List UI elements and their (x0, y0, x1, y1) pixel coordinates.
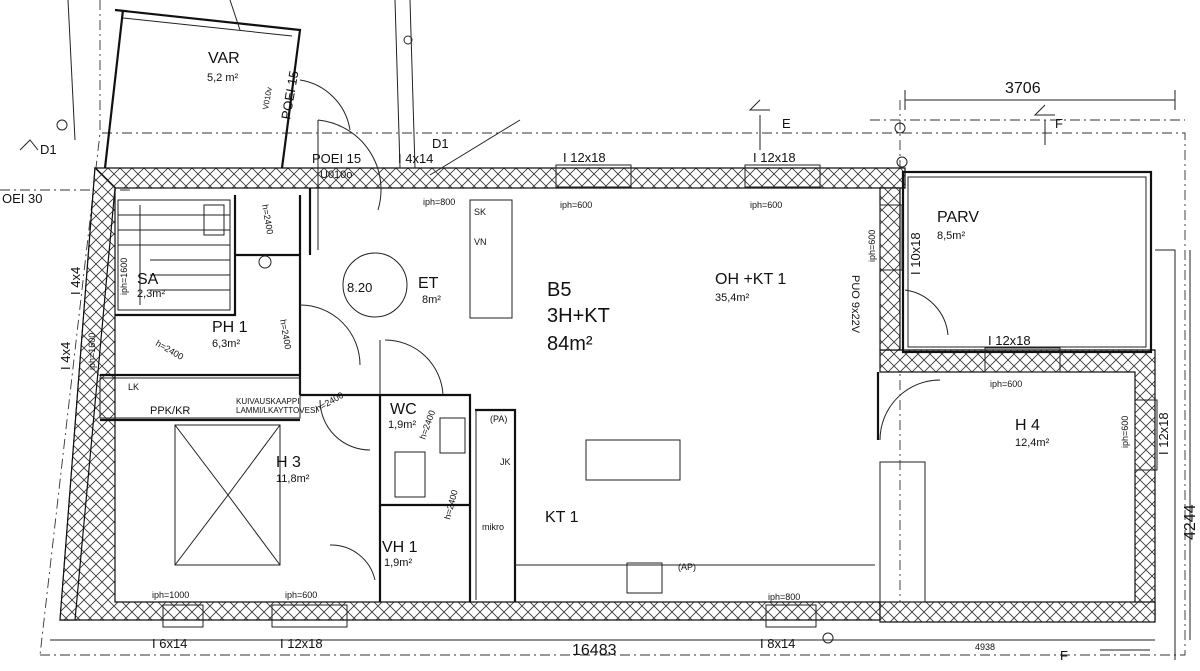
door-label-u010o: U010o (320, 169, 352, 181)
iph-label-9: iph=600 (285, 590, 317, 600)
balcony-outline (901, 170, 1176, 660)
room-var-name: VAR (208, 50, 240, 67)
fixture-jk: JK (500, 457, 511, 467)
door-label-d1-left: D1 (40, 142, 57, 157)
door-label-oei30: OEI 30 (2, 191, 42, 206)
window-label-bottom-1: I 6x14 (152, 636, 187, 651)
room-ph-area: 6,3m² (212, 338, 240, 350)
circle-label: 8.20 (347, 280, 372, 295)
exterior-walls (59, 166, 1156, 623)
room-vh-area: 1,9m² (384, 557, 412, 569)
room-wc-name: WC (390, 401, 417, 418)
room-kt-name: KT 1 (545, 509, 579, 526)
interior-walls (100, 188, 880, 602)
room-wc-area: 1,9m² (388, 419, 416, 431)
room-h3-area: 11,8m² (276, 473, 310, 485)
iph-label-1: iph=800 (423, 197, 455, 207)
room-parv-area: 8,5m² (937, 230, 965, 242)
room-et-name: ET (418, 275, 439, 292)
room-sa-name: SA (137, 271, 159, 288)
height-label-4: h=2400 (417, 409, 437, 441)
height-label-1: h=2400 (154, 338, 185, 362)
apartment-type: 3H+KT (547, 305, 610, 327)
dimension-4244: 4244 (1182, 504, 1199, 540)
appliance-note-2: LAMMI/LKAYTTOVESI (236, 406, 318, 415)
window-label-bottom-3: I 8x14 (760, 636, 795, 651)
room-ph-name: PH 1 (212, 319, 248, 336)
iph-label-7: iph=1600 (119, 258, 129, 295)
room-sa-area: 2,3m² (137, 288, 165, 300)
iph-label-5: iph=600 (990, 379, 1022, 389)
fixtures (56, 35, 926, 644)
window-label-top-small: I 4x14 (398, 151, 433, 166)
room-h3-name: H 3 (276, 454, 301, 471)
fixture-ap: (AP) (678, 562, 696, 572)
fixture-vn: VN (474, 237, 487, 247)
window-label-right-far: I 12x18 (1156, 412, 1171, 455)
iph-label-3: iph=600 (750, 200, 782, 210)
stair-steps (117, 199, 231, 311)
height-label-6: h=2400 (260, 204, 275, 236)
window-label-left-1: I 4x4 (68, 267, 83, 295)
door-label-v010v: V010v (261, 86, 274, 110)
door-label-poei15-main: POEI 15 (312, 151, 361, 166)
window-label-right-side: I 10x18 (908, 232, 923, 275)
dimension-4938: 4938 (975, 642, 995, 652)
door-label-d1-right: D1 (432, 136, 449, 151)
door-label-poei15-top: POEI 15 (278, 70, 301, 121)
fixture-mikro: mikro (482, 522, 504, 532)
iph-label-8: iph=1000 (152, 590, 189, 600)
height-label-3: h=2400 (314, 390, 345, 414)
room-h4-area: 12,4m² (1015, 437, 1050, 449)
dimension-3706: 3706 (1005, 80, 1041, 97)
window-label-bottom-2: I 12x18 (280, 636, 323, 651)
dimension-16483: 16483 (572, 642, 617, 659)
apartment-code: B5 (547, 279, 571, 301)
apartment-size: 84m² (547, 333, 593, 355)
section-mark-e-top: E (782, 116, 791, 131)
iph-label-4: iph=600 (867, 230, 877, 262)
room-h4-name: H 4 (1015, 417, 1040, 434)
fixture-lk: LK (128, 382, 139, 392)
door-swings (299, 79, 949, 581)
height-label-2: h=2400 (278, 319, 293, 351)
room-parv-name: PARV (937, 209, 979, 226)
iph-label-11: iph=1600 (87, 333, 97, 370)
appliance-note-1: KUIVAUSKAAPPI (236, 397, 299, 406)
iph-label-2: iph=600 (560, 200, 592, 210)
window-label-left-2: I 4x4 (58, 342, 73, 370)
window-label-parv-bottom: I 12x18 (988, 333, 1031, 348)
iph-label-10: iph=800 (768, 592, 800, 602)
reference-lines (0, 0, 1186, 656)
window-marks (162, 164, 1158, 628)
fixture-pu0: PUO 9x22V (849, 275, 861, 334)
storage-outline (67, 0, 416, 169)
room-et-area: 8m² (422, 294, 441, 306)
iph-label-6: iph=600 (1120, 416, 1130, 448)
fixture-ppk: PPK/KR (150, 405, 190, 417)
fixture-pa: (PA) (490, 414, 507, 424)
room-oh-area: 35,4m² (715, 292, 750, 304)
room-oh-name: OH +KT 1 (715, 271, 786, 288)
section-mark-f-bottom: F (1060, 648, 1068, 663)
window-label-top-1: I 12x18 (563, 150, 606, 165)
room-var-area: 5,2 m² (207, 72, 239, 84)
dimension-lines (19, 90, 1191, 651)
fixture-sk: SK (474, 207, 486, 217)
room-vh-name: VH 1 (382, 539, 418, 556)
window-label-top-2: I 12x18 (753, 150, 796, 165)
section-mark-f-top: F (1055, 116, 1063, 131)
